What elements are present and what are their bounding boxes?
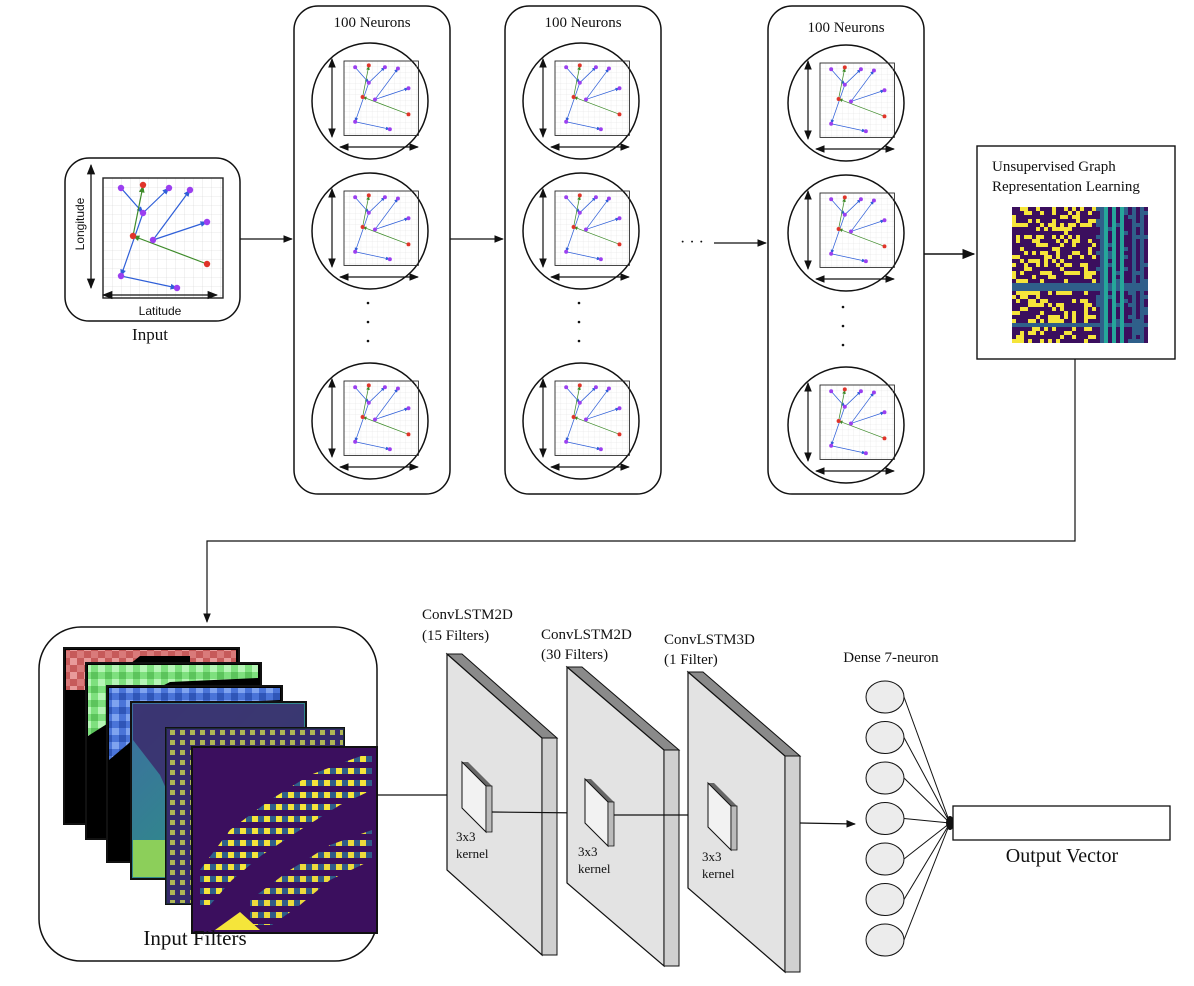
vertical-ellipsis <box>366 301 370 343</box>
arrow-conv3-to-dense <box>799 820 856 828</box>
dense-connection <box>903 777 951 824</box>
conv1-kernel-line2: kernel <box>456 846 489 861</box>
conv3-kernel-line1: 3x3 <box>702 849 722 864</box>
dense-neuron <box>865 802 905 835</box>
hidden-layer-1: 100 Neurons <box>293 5 451 495</box>
neuron-circle <box>788 175 904 291</box>
dense-neurons <box>865 680 954 957</box>
dense-connection <box>903 696 951 824</box>
dense-connection <box>903 737 951 824</box>
horizontal-ellipsis: · · · <box>680 234 704 251</box>
output-vector-label: Output Vector <box>1006 845 1119 867</box>
dense-label: Dense 7-neuron <box>843 650 939 666</box>
dense-neuron <box>865 680 905 714</box>
input-label: Input <box>132 325 168 344</box>
conv3-title-line2: (1 Filter) <box>664 652 718 668</box>
input-block: Longitude Latitude Input <box>64 157 241 344</box>
longitude-label: Longitude <box>73 197 87 250</box>
arrow-graph-to-filters <box>203 359 1076 623</box>
output-vector-box <box>952 805 1171 841</box>
conv2-kernel-line1: 3x3 <box>578 844 598 859</box>
conv3-kernel-line2: kernel <box>702 866 735 881</box>
conv1-title-line2: (15 Filters) <box>422 628 489 644</box>
conv2-title-line1: ConvLSTM2D <box>541 627 632 643</box>
neuron-circle <box>312 363 428 479</box>
dense-neuron <box>865 761 905 795</box>
neuron-circle <box>523 363 639 479</box>
layer-title: 100 Neurons <box>333 15 410 31</box>
dense-output-junction <box>946 816 954 830</box>
layer-title: 100 Neurons <box>544 15 621 31</box>
conv1-kernel-line1: 3x3 <box>456 829 476 844</box>
graph-learning-title-line1: Unsupervised Graph <box>992 159 1116 175</box>
input-filters-block: Input Filters <box>38 626 378 962</box>
embedding-heatmap <box>1012 207 1148 343</box>
dense-connection <box>903 822 951 941</box>
latitude-label: Latitude <box>139 304 182 318</box>
neuron-circle <box>788 45 904 161</box>
input-filters-label: Input Filters <box>143 926 246 950</box>
conv-block-3: ConvLSTM3D (1 Filter) 3x3 kernel <box>664 632 802 974</box>
graph-representation-block: Unsupervised Graph Representation Learni… <box>976 145 1176 360</box>
layer-title: 100 Neurons <box>807 20 884 36</box>
graph-learning-title-line2: Representation Learning <box>992 179 1140 195</box>
input-graph-icon <box>103 178 223 298</box>
conv2-title-line2: (30 Filters) <box>541 647 608 663</box>
dense-neuron <box>865 842 905 876</box>
neuron-circle <box>523 173 639 289</box>
hidden-layer-3: 100 Neurons <box>767 5 925 495</box>
neuron-circle <box>312 173 428 289</box>
dense-connection <box>903 818 951 824</box>
dense-neuron <box>865 923 905 957</box>
conv-block-1: ConvLSTM2D (15 Filters) 3x3 kernel <box>422 607 559 957</box>
conv2-kernel-line2: kernel <box>578 861 611 876</box>
neuron-circle <box>788 367 904 483</box>
dense-neuron <box>865 883 905 916</box>
dense-neuron <box>865 721 905 754</box>
output-block: Output Vector <box>952 805 1171 867</box>
conv3-title-line1: ConvLSTM3D <box>664 632 755 648</box>
conv-block-2: ConvLSTM2D (30 Filters) 3x3 kernel <box>541 627 681 968</box>
dense-layer-block: Dense 7-neuron <box>843 650 954 957</box>
hidden-layer-2: 100 Neurons <box>504 5 662 495</box>
dense-connection <box>903 822 951 860</box>
dense-connection <box>903 822 951 900</box>
neuron-circle <box>523 43 639 159</box>
neuron-circle <box>312 43 428 159</box>
vertical-ellipsis <box>577 301 581 343</box>
vertical-ellipsis <box>841 305 845 347</box>
filter-layer-viridis-b <box>191 746 378 934</box>
conv1-title-line1: ConvLSTM2D <box>422 607 513 623</box>
